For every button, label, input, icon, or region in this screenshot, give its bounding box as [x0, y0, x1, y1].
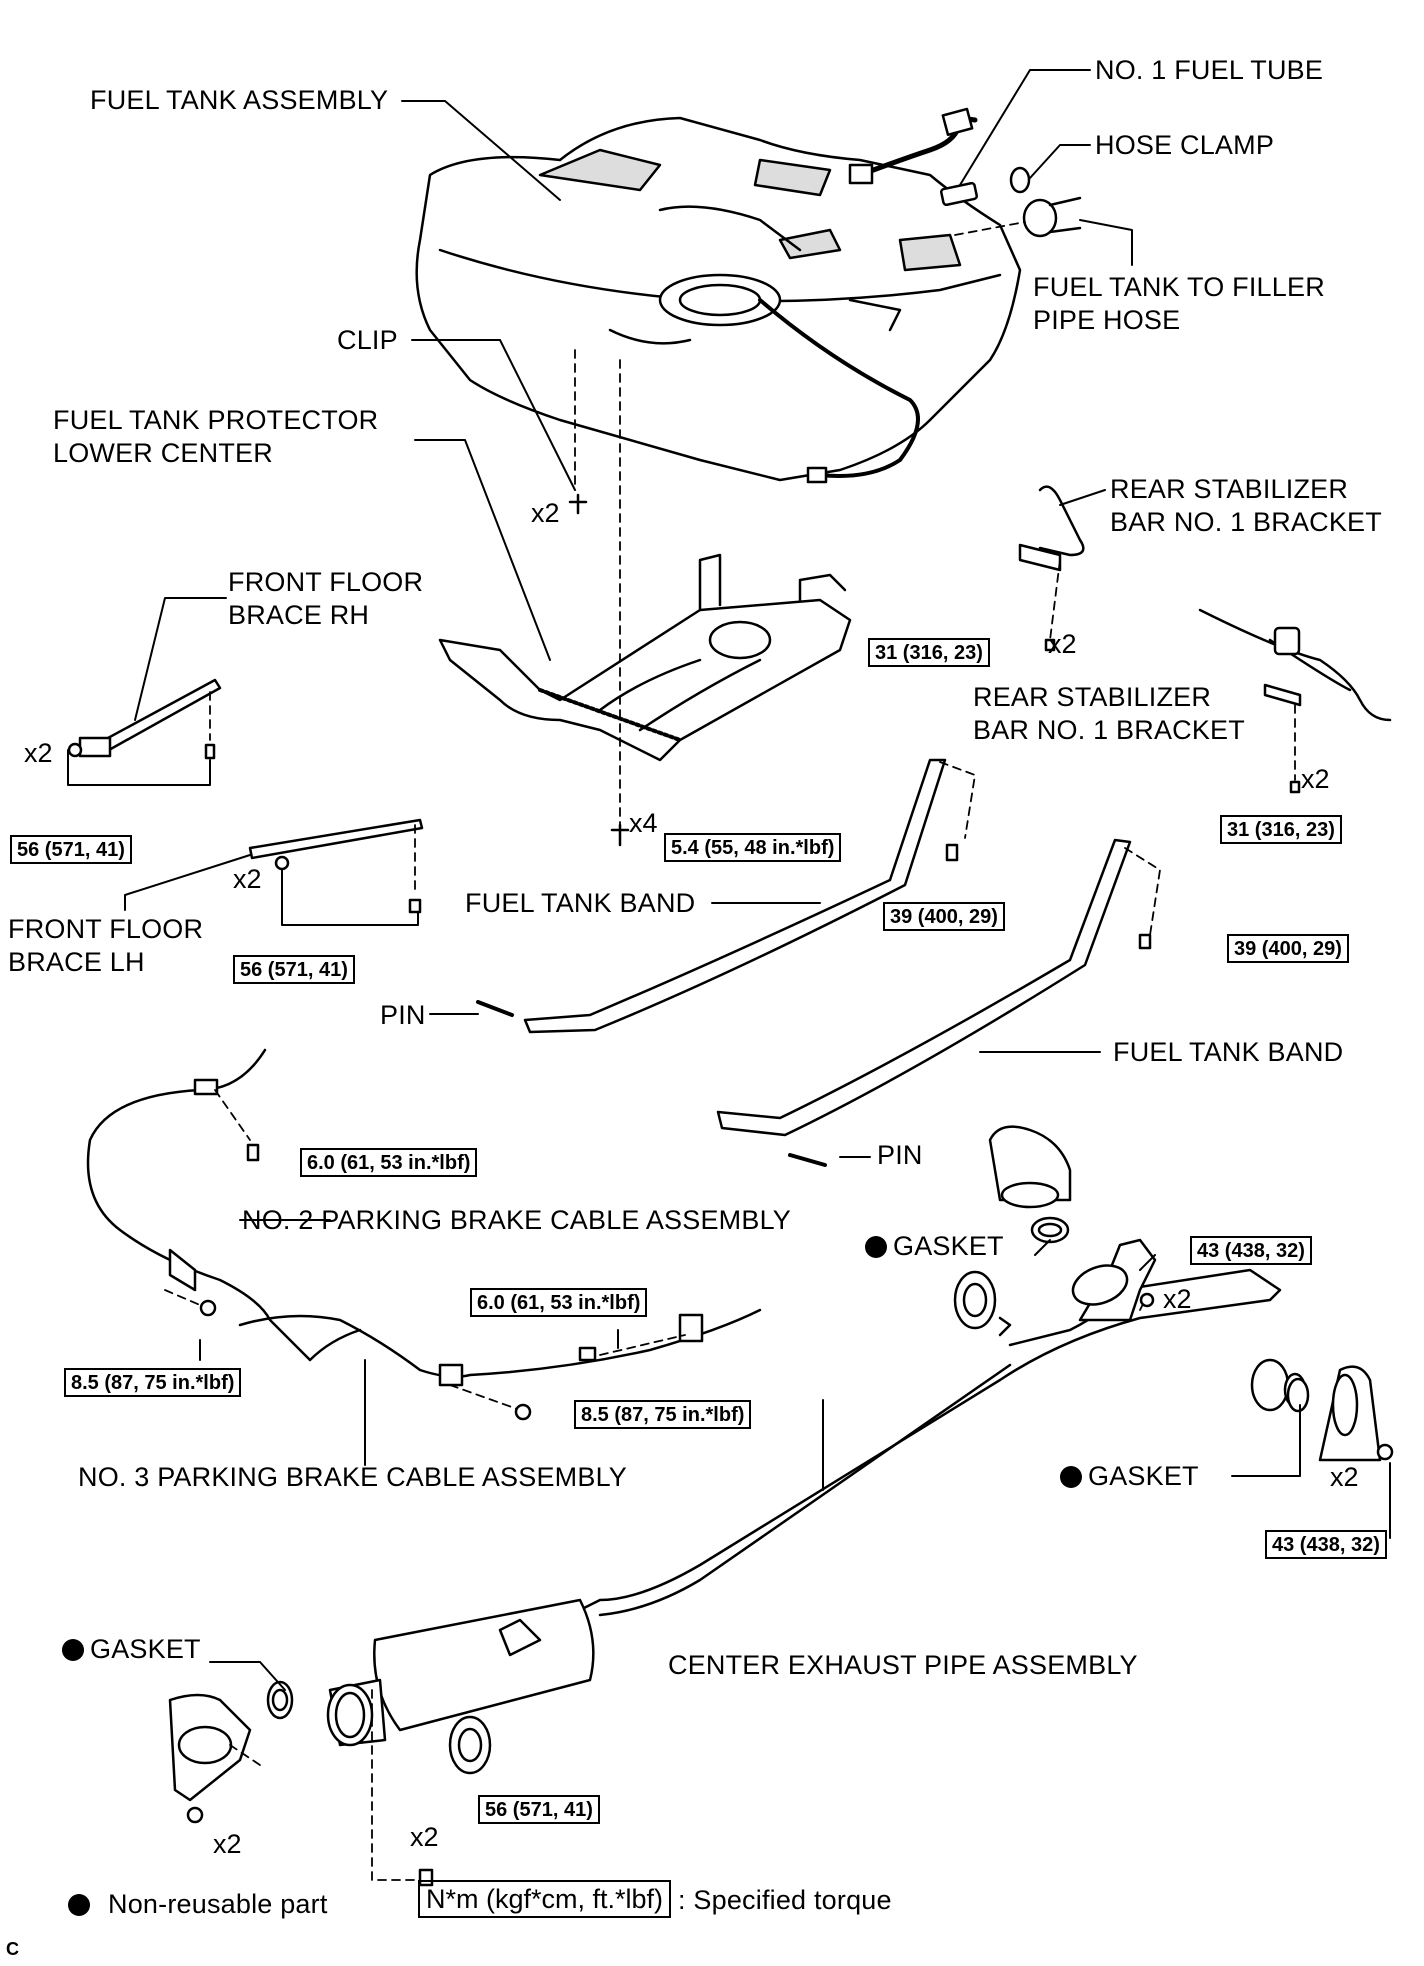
label-center-exhaust-pipe: CENTER EXHAUST PIPE ASSEMBLY	[668, 1650, 1138, 1680]
torque-cable-mid: 6.0 (61, 53 in.*lbf)	[470, 1288, 648, 1317]
label-front-brace-rh-line1: FRONT FLOOR	[228, 567, 424, 597]
fuel-tank-band-1-drawing	[476, 758, 976, 1034]
label-rear-stabilizer-2-line2: BAR NO. 1 BRACKET	[973, 715, 1245, 745]
stabilizer-bracket-1-drawing	[1018, 485, 1085, 652]
label-protector-line1: FUEL TANK PROTECTOR	[53, 405, 379, 435]
mult-exhaust-front: x2	[1163, 1284, 1192, 1314]
exhaust-mating-pipes-drawing	[168, 1125, 1394, 1887]
torque-stab1: 31 (316, 23)	[868, 638, 990, 667]
clip-drawing	[568, 349, 630, 847]
torque-exhaust-bottom: 56 (571, 41)	[478, 1795, 600, 1824]
legend-torque-unit: N*m (kgf*cm, ft.*lbf)	[418, 1880, 672, 1918]
no2-parking-brake-cable-drawing	[86, 1048, 362, 1362]
label-no3-parking-brake-cable: NO. 3 PARKING BRAKE CABLE ASSEMBLY	[78, 1462, 627, 1492]
label-fuel-tank-band-1: FUEL TANK BAND	[465, 888, 696, 918]
center-exhaust-pipe-drawing	[326, 1238, 1307, 1775]
label-rear-stabilizer-1-line2: BAR NO. 1 BRACKET	[1110, 507, 1382, 537]
fuel-tube-and-hose-parts	[940, 166, 1082, 238]
torque-exhaust-front: 43 (438, 32)	[1190, 1236, 1312, 1265]
mult-exhaust-bottom-mid: x2	[410, 1822, 439, 1852]
mult-clip: x2	[531, 498, 560, 528]
non-reusable-dot-icon	[865, 1236, 887, 1258]
label-gasket-2: GASKET	[1060, 1459, 1199, 1493]
non-reusable-dot-icon	[1060, 1466, 1082, 1488]
mult-stab2: x2	[1301, 764, 1330, 794]
torque-protector: 5.4 (55, 48 in.*lbf)	[664, 833, 842, 862]
no3-parking-brake-cable-drawing	[164, 1289, 762, 1421]
fuel-tank-drawing	[415, 107, 1022, 484]
label-fuel-tank-band-2: FUEL TANK BAND	[1113, 1037, 1344, 1067]
front-floor-brace-rh-drawing	[67, 678, 222, 760]
non-reusable-dot-icon	[68, 1894, 90, 1916]
label-rear-stabilizer-2-line1: REAR STABILIZER	[973, 682, 1212, 712]
label-front-brace-lh-line1: FRONT FLOOR	[8, 914, 204, 944]
fuel-tank-protector-drawing	[438, 553, 852, 762]
torque-brace-rh: 56 (571, 41)	[10, 835, 132, 864]
mult-exhaust-bottom-left: x2	[213, 1829, 242, 1859]
torque-stab2: 31 (316, 23)	[1220, 815, 1342, 844]
fuel-tank-band-2-drawing	[716, 838, 1161, 1167]
mult-brace-lh: x2	[233, 864, 262, 894]
mult-brace-rh: x2	[24, 738, 53, 768]
mult-protector: x4	[629, 808, 658, 838]
stabilizer-bracket-2-drawing	[1198, 608, 1392, 794]
label-filler-hose-line2: PIPE HOSE	[1033, 305, 1181, 335]
torque-band2: 39 (400, 29)	[1227, 934, 1349, 963]
non-reusable-dot-icon	[62, 1639, 84, 1661]
mult-exhaust-rear: x2	[1330, 1462, 1359, 1492]
legend-non-reusable: Non-reusable part	[68, 1887, 328, 1921]
label-gasket-3: GASKET	[62, 1632, 201, 1666]
torque-band1: 39 (400, 29)	[883, 902, 1005, 931]
label-no1-fuel-tube: NO. 1 FUEL TUBE	[1095, 55, 1324, 85]
legend-specified-torque: : Specified torque	[678, 1885, 892, 1915]
label-pin-2: PIN	[877, 1140, 923, 1170]
leader-lines	[67, 69, 1391, 1691]
label-hose-clamp: HOSE CLAMP	[1095, 130, 1275, 160]
torque-nut-mid: 8.5 (87, 75 in.*lbf)	[574, 1400, 752, 1429]
label-clip: CLIP	[337, 325, 398, 355]
exhaust-gaskets-drawing	[266, 1216, 1310, 1720]
label-front-brace-rh-line2: BRACE RH	[228, 600, 370, 630]
torque-exhaust-rear: 43 (438, 32)	[1265, 1530, 1387, 1559]
torque-brace-lh: 56 (571, 41)	[233, 955, 355, 984]
label-front-brace-lh-line2: BRACE LH	[8, 947, 145, 977]
label-gasket-1: GASKET	[865, 1229, 1004, 1263]
front-floor-brace-lh-drawing	[248, 818, 424, 914]
label-protector-line2: LOWER CENTER	[53, 438, 273, 468]
torque-nut-left: 8.5 (87, 75 in.*lbf)	[64, 1368, 242, 1397]
label-pin-1: PIN	[380, 1000, 426, 1030]
mult-stab1: x2	[1048, 629, 1077, 659]
label-fuel-tank-assembly: FUEL TANK ASSEMBLY	[90, 85, 389, 115]
label-rear-stabilizer-1-line1: REAR STABILIZER	[1110, 474, 1349, 504]
torque-cable-upper: 6.0 (61, 53 in.*lbf)	[300, 1148, 478, 1177]
label-filler-hose-line1: FUEL TANK TO FILLER	[1033, 272, 1325, 302]
footer-code: C	[6, 1939, 20, 1959]
label-no2-parking-brake-cable: NO. 2 PARKING BRAKE CABLE ASSEMBLY	[242, 1205, 791, 1235]
